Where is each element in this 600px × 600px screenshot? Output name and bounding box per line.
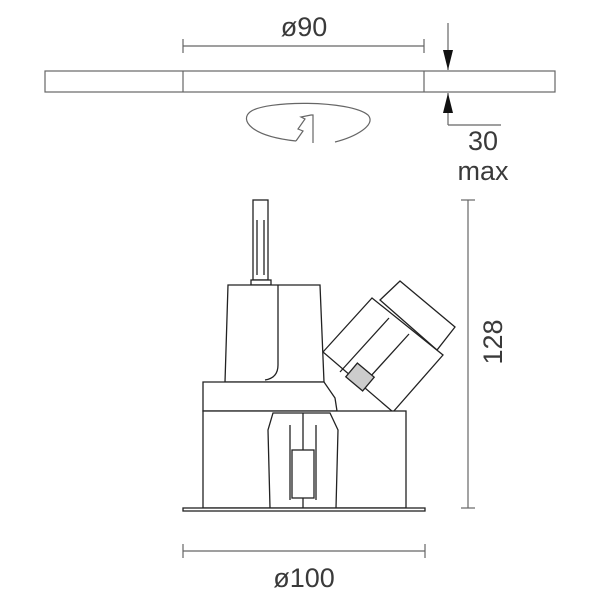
collar (202, 381, 338, 412)
tilted-lamp-head (322, 280, 456, 413)
driver-housing (224, 284, 325, 383)
thickness-value-label: 30 (468, 126, 498, 156)
thickness-dimension (443, 23, 501, 126)
height-label: 128 (478, 319, 508, 364)
luminaire-body (182, 199, 456, 512)
trim-flange (182, 507, 426, 512)
thickness-unit-label: max (457, 156, 509, 186)
spring-clip (267, 412, 339, 509)
rotation-icon (245, 102, 371, 143)
outer-diameter-dimension-line (182, 544, 426, 558)
cutout-diameter-label: ø90 (281, 12, 328, 42)
stem (250, 199, 272, 286)
arrow-down-icon (443, 50, 453, 70)
arrow-up-icon (443, 93, 453, 113)
ceiling-plate (44, 70, 556, 93)
outer-diameter-label: ø100 (273, 563, 335, 593)
height-dimension-line (461, 199, 475, 509)
cutout-dimension-line (182, 39, 425, 53)
